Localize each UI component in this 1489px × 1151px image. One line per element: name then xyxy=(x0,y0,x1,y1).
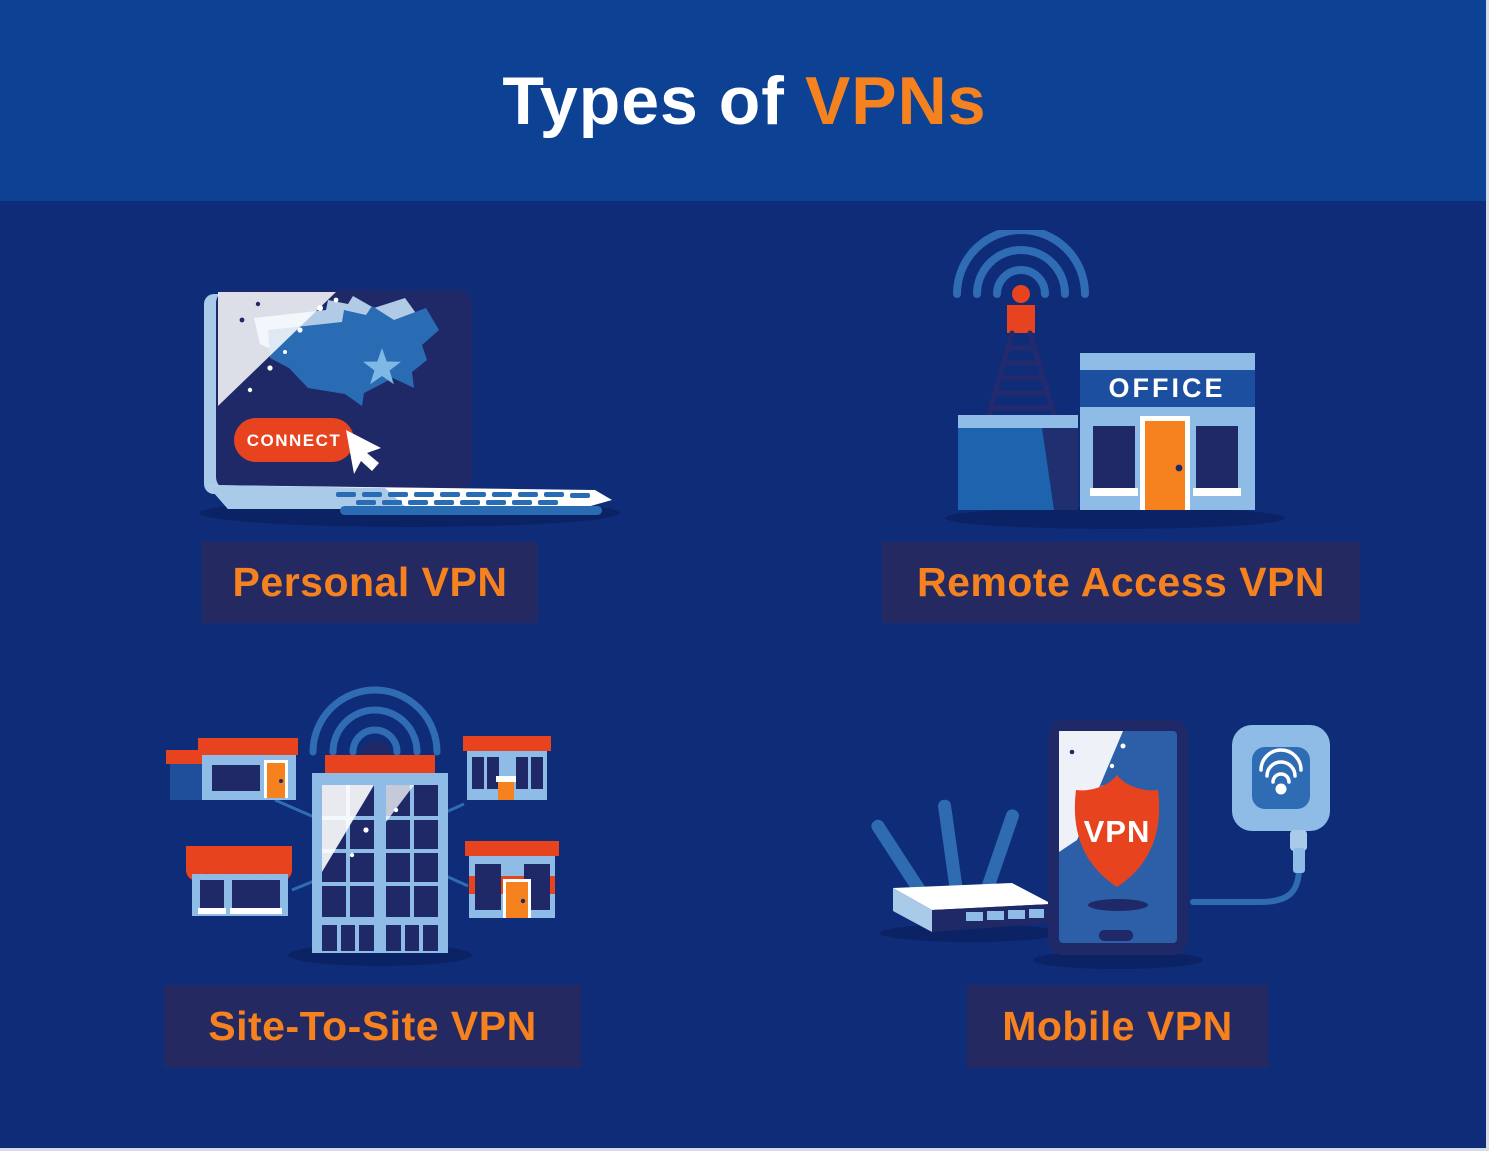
title-text: Types of xyxy=(502,62,785,139)
roof-dome xyxy=(360,741,392,757)
connect-label: CONNECT xyxy=(247,431,342,450)
site-to-site-vpn-illustration xyxy=(166,686,559,966)
shop-top-right xyxy=(463,736,551,800)
router-icon xyxy=(871,799,1052,932)
router-top xyxy=(893,883,1052,910)
plug-inner xyxy=(1252,747,1310,809)
connect-button[interactable]: CONNECT xyxy=(234,418,354,462)
screen-speckle xyxy=(218,292,336,406)
label-personal-vpn-text: Personal VPN xyxy=(232,559,508,605)
us-map xyxy=(268,306,439,406)
mobile-vpn-illustration: VPN xyxy=(871,720,1330,969)
remote-access-vpn-illustration: OFFICE xyxy=(945,230,1285,529)
shield-shape xyxy=(1074,775,1160,887)
antenna-dot xyxy=(1012,285,1030,303)
page-edge-bottom xyxy=(0,1148,1489,1151)
plug-cable xyxy=(1190,865,1302,905)
phone-shadow xyxy=(1033,951,1203,969)
shield-label: VPN xyxy=(1084,814,1151,849)
hq-roof xyxy=(325,755,435,775)
antenna-tower-icon xyxy=(985,285,1058,421)
wifi-arcs-icon xyxy=(309,686,441,756)
page-title: Types of VPNs xyxy=(502,62,986,140)
personal-vpn-illustration: CONNECT xyxy=(200,290,620,527)
title-accent-text: VPNs xyxy=(804,62,987,139)
site-links xyxy=(274,798,469,892)
keyboard-keys xyxy=(336,492,590,505)
vpn-shield-icon: VPN xyxy=(1074,775,1160,887)
office-window-left xyxy=(1093,426,1135,488)
office-shadow xyxy=(945,507,1285,529)
office-sign-label: OFFICE xyxy=(1109,373,1226,403)
cursor-icon xyxy=(346,430,381,474)
shop-top-left xyxy=(166,738,298,800)
signal-arcs-icon xyxy=(953,230,1089,298)
wifi-dot xyxy=(1275,783,1287,795)
label-site-to-site-vpn: Site-To-Site VPN xyxy=(164,985,581,1068)
laptop-icon: CONNECT xyxy=(204,290,612,515)
shop-bottom-left xyxy=(186,846,292,916)
label-mobile-vpn: Mobile VPN xyxy=(967,985,1268,1068)
smartphone-icon: VPN xyxy=(1048,720,1188,955)
office-sign-band xyxy=(1080,370,1255,407)
laptop-base-strip xyxy=(340,506,602,515)
office-building: OFFICE xyxy=(1080,353,1255,510)
shield-shadow xyxy=(1088,899,1148,911)
office-window-right xyxy=(1196,426,1238,488)
header-band: Types of VPNs xyxy=(0,0,1489,201)
wifi-icon xyxy=(1259,748,1303,784)
door-knob xyxy=(1175,464,1183,472)
router-ports xyxy=(966,909,1044,921)
antenna-box xyxy=(1007,305,1035,333)
label-remote-access-vpn: Remote Access VPN xyxy=(882,542,1360,623)
plug-stub xyxy=(1290,830,1307,851)
label-mobile-vpn-text: Mobile VPN xyxy=(1002,1003,1233,1049)
page-edge-right xyxy=(1486,0,1489,1151)
router-antennas xyxy=(871,799,1019,900)
router-side xyxy=(893,888,932,932)
label-site-to-site-vpn-text: Site-To-Site VPN xyxy=(208,1003,537,1049)
window-grid xyxy=(322,785,438,917)
connect-pill[interactable] xyxy=(234,418,354,462)
wifi-plug-icon xyxy=(1190,725,1330,905)
label-personal-vpn: Personal VPN xyxy=(202,542,538,623)
shop-bottom-right xyxy=(465,841,559,918)
tower-lattice xyxy=(985,330,1058,421)
window-reflection xyxy=(322,785,374,872)
home-button xyxy=(1099,930,1133,941)
router-shadow xyxy=(880,924,1060,942)
headquarters-building xyxy=(312,741,448,953)
side-building xyxy=(958,415,1078,510)
map-star-icon xyxy=(363,348,401,385)
label-remote-access-vpn-text: Remote Access VPN xyxy=(916,559,1326,605)
